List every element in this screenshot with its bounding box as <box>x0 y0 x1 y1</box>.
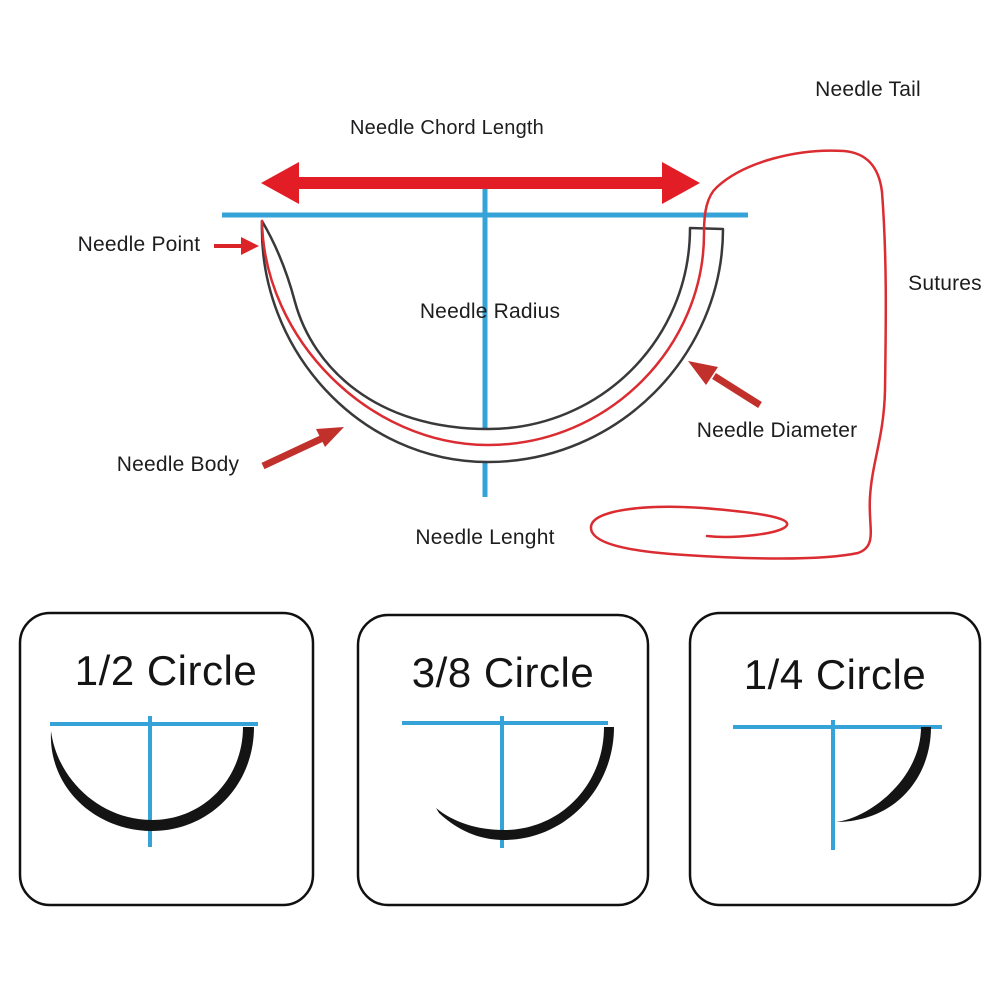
needle-body-arrow-head-icon <box>316 427 344 447</box>
quarter-circle-box-border <box>688 611 982 907</box>
chord-arrow-right-head-icon <box>662 162 700 204</box>
label-needle-body: Needle Body <box>116 453 240 476</box>
chord-arrow-left-head-icon <box>261 162 299 204</box>
quarter-circle-needle-icon <box>836 727 931 822</box>
needle-body-arrow <box>261 427 344 470</box>
needle-body-outline <box>260 219 725 464</box>
label-needle-point: Needle Point <box>77 233 201 256</box>
half-circle-needle-icon <box>50 727 254 831</box>
label-needle-tail: Needle Tail <box>815 78 921 101</box>
chord-length-arrow <box>261 162 700 204</box>
half-circle-title: 1/2 Circle <box>74 647 258 694</box>
quarter-circle-title: 1/4 Circle <box>743 651 927 698</box>
label-needle-diameter: Needle Diameter <box>696 419 858 442</box>
needle-point-arrow <box>214 237 259 255</box>
suture-thread-line <box>260 149 888 560</box>
three-eighths-circle-title: 3/8 Circle <box>411 649 595 696</box>
three-eighths-needle-icon <box>436 727 614 840</box>
needle-body-arrow-shaft <box>261 433 327 470</box>
label-needle-chord-length: Needle Chord Length <box>350 117 544 139</box>
needle-diameter-arrow <box>688 361 762 408</box>
label-sutures: Sutures <box>908 272 982 295</box>
label-needle-length: Needle Lenght <box>415 526 555 549</box>
half-circle-box-border <box>18 611 315 907</box>
label-needle-radius: Needle Radius <box>419 300 561 323</box>
needle-diameter-arrow-head-icon <box>688 361 718 385</box>
three-eighths-circle-box-border <box>356 613 650 907</box>
needle-diameter-arrow-shaft <box>712 373 762 408</box>
needle-point-arrow-head-icon <box>241 237 259 255</box>
